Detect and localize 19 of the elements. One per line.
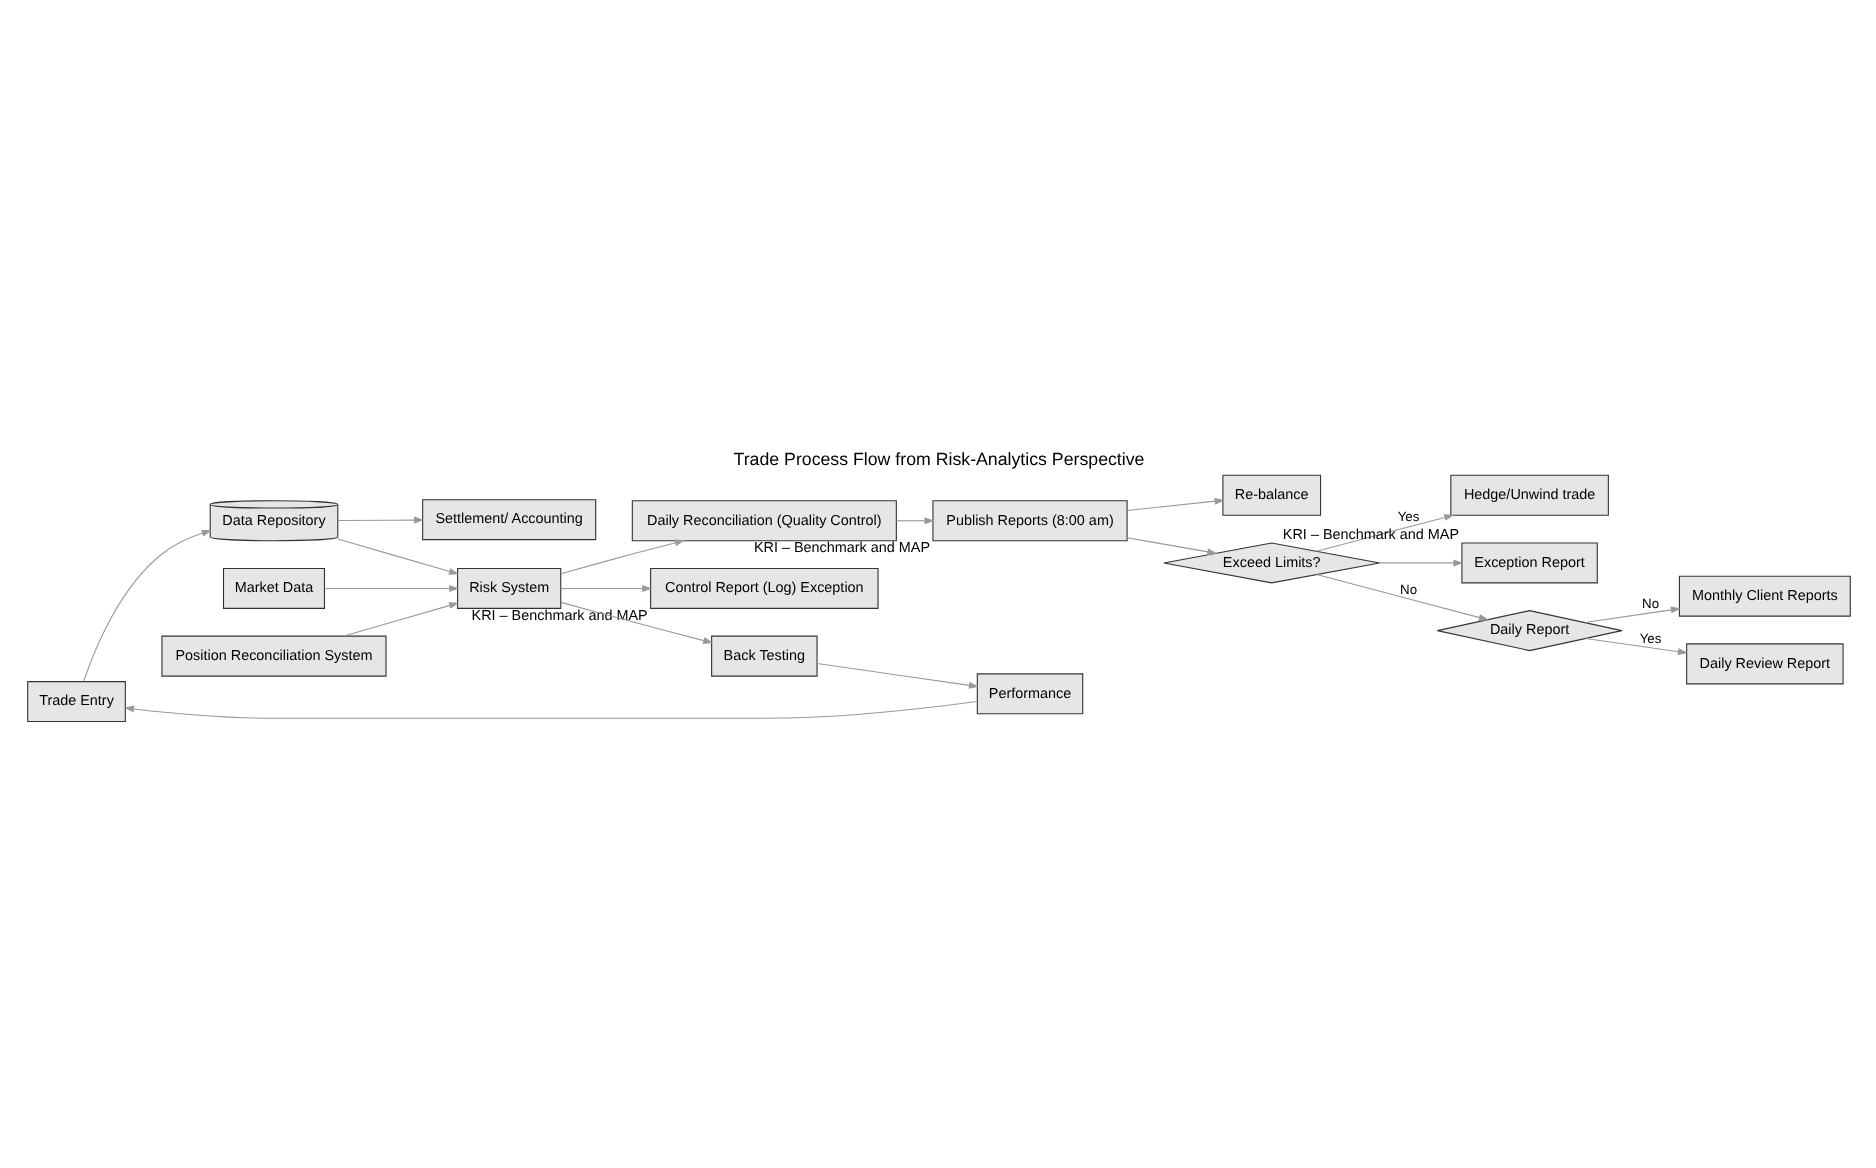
arrow (322, 584, 459, 592)
arrow (1125, 537, 1217, 556)
arrow (342, 602, 459, 637)
arrow (559, 584, 652, 592)
arrow (559, 539, 684, 575)
arrow (123, 700, 977, 719)
arrow (559, 601, 713, 644)
arrow (1583, 606, 1680, 624)
arrow (1315, 574, 1488, 621)
arrow (815, 662, 978, 689)
arrow (1584, 637, 1687, 656)
arrow (82, 529, 211, 682)
arrow (1315, 514, 1454, 552)
arrow (1378, 559, 1463, 567)
arrow (1125, 497, 1224, 512)
diagram-title: Trade Process Flow from Risk-Analytics Perspective (732, 449, 1144, 470)
arrow (336, 538, 458, 575)
arrow (894, 517, 934, 525)
arrow (336, 516, 424, 524)
